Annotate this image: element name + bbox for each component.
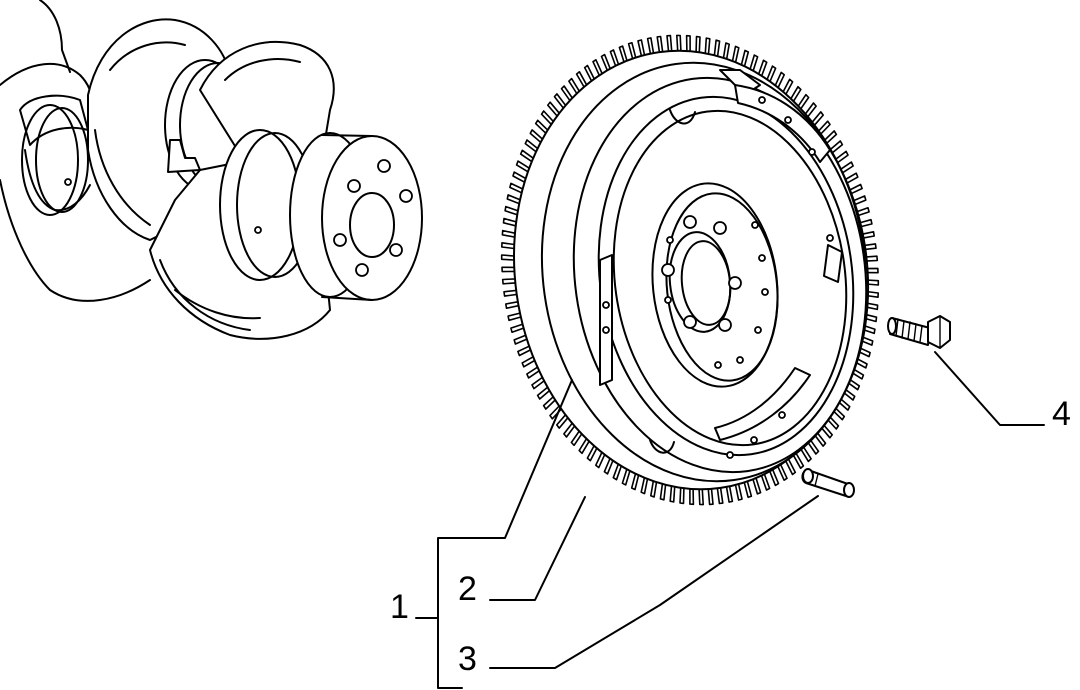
- ring-gear-tooth-profile: [500, 34, 880, 506]
- leader-lines: [415, 351, 1045, 689]
- dowel-pin-drawing: [801, 468, 855, 498]
- flywheel-drawing: [500, 34, 880, 506]
- callout-1: 1: [390, 588, 409, 626]
- callout-2: 2: [458, 570, 477, 608]
- ring-gear-teeth: [500, 34, 880, 506]
- crankshaft-drawing: [0, 0, 423, 340]
- callout-3: 3: [458, 640, 477, 678]
- bolt-drawing: [887, 315, 951, 349]
- callout-4: 4: [1052, 395, 1071, 433]
